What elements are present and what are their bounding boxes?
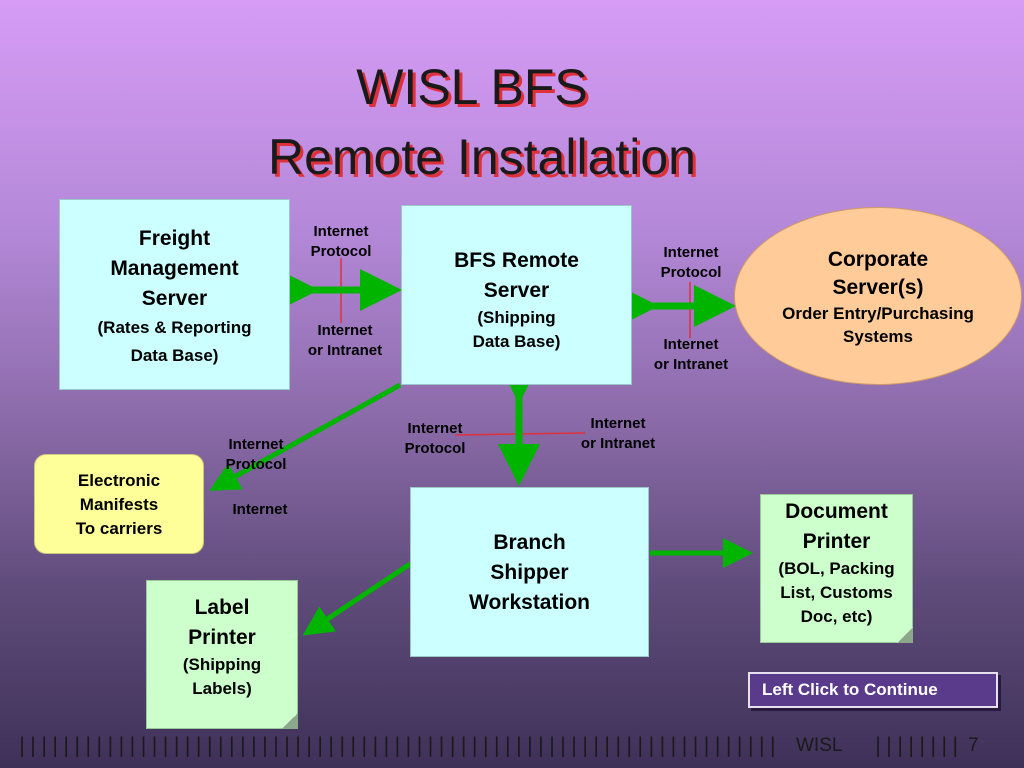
footer-brand: WISL: [796, 735, 843, 756]
corporate-line1: Corporate: [827, 248, 929, 271]
branch-line1: Branch: [493, 531, 566, 554]
ii2-line1: Internet: [663, 336, 719, 353]
ii3-line1: Internet: [590, 415, 646, 432]
label-internet-intranet-2: Internet or Intranet: [636, 335, 746, 375]
docprinter-line2: Printer: [802, 530, 871, 553]
freight-line3: Server: [141, 287, 208, 310]
ii3-line2: or Intranet: [580, 435, 656, 452]
manifests-line2: Manifests: [79, 495, 159, 514]
corporate-sub1: Order Entry/Purchasing: [782, 304, 974, 323]
ip3-line2: Protocol: [404, 440, 466, 457]
label-internet-intranet-1: Internet or Intranet: [290, 321, 400, 361]
corporate-line2: Server(s): [832, 276, 924, 299]
freight-sub1: (Rates & Reporting: [97, 318, 252, 337]
ip2-line1: Internet: [663, 244, 719, 261]
manifests-line1: Electronic: [77, 471, 161, 490]
bfs-sub2: Data Base): [472, 332, 561, 351]
label-internet: Internet: [232, 501, 288, 518]
docprinter-sub1: (BOL, Packing: [778, 559, 895, 578]
bfs-sub1: (Shipping: [477, 308, 556, 327]
branch-line2: Shipper: [490, 561, 569, 584]
ip3-line1: Internet: [407, 420, 463, 437]
manifests-line3: To carriers: [75, 519, 163, 538]
footer-bar-decoration: ||||||||||||||||||||||||||||||||||||||||…: [16, 733, 778, 757]
labelprinter-sub2: Labels): [192, 679, 252, 698]
ip1-line1: Internet: [313, 223, 369, 240]
ii1-line1: Internet: [317, 322, 373, 339]
continue-button[interactable]: Left Click to Continue: [748, 672, 998, 708]
bfs-line2: Server: [483, 279, 550, 302]
label-internet-intranet-3: Internet or Intranet: [563, 414, 673, 454]
label-internet-protocol-4: Internet Protocol: [206, 435, 306, 475]
corporate-servers-oval: Corporate Server(s) Order Entry/Purchasi…: [734, 207, 1022, 385]
slide-title-line1: WISL BFS: [356, 59, 588, 115]
freight-line1: Freight: [138, 227, 211, 250]
labelprinter-sub1: (Shipping: [182, 655, 262, 674]
freight-line2: Management: [110, 257, 239, 280]
ip2-line2: Protocol: [660, 264, 722, 281]
branch-line3: Workstation: [469, 591, 590, 614]
electronic-manifests-box: Electronic Manifests To carriers: [34, 454, 204, 554]
ip4-line1: Internet: [228, 436, 284, 453]
arrow-bfs-manifests: [209, 382, 402, 491]
label-printer-box: Label Printer (Shipping Labels): [146, 580, 298, 729]
branch-shipper-workstation-box: Branch Shipper Workstation: [410, 487, 649, 657]
label-internet-protocol-1: Internet Protocol: [290, 222, 392, 262]
ii1-line2: or Intranet: [307, 342, 383, 359]
ii2-line2: or Intranet: [653, 356, 729, 373]
freight-management-server-box: Freight Management Server (Rates & Repor…: [59, 199, 290, 390]
corporate-sub2: Systems: [843, 327, 913, 346]
document-printer-box: Document Printer (BOL, Packing List, Cus…: [760, 494, 913, 643]
ip1-line2: Protocol: [310, 243, 372, 260]
label-internet-protocol-2: Internet Protocol: [641, 243, 741, 283]
footer-bar-decoration-2: ||||||||||||||: [872, 733, 958, 757]
label-internet-protocol-3: Internet Protocol: [385, 419, 485, 459]
docprinter-sub3: Doc, etc): [800, 607, 873, 626]
slide-title-line2: Remote Installation: [267, 129, 696, 185]
ip4-line2: Protocol: [225, 456, 287, 473]
bfs-line1: BFS Remote: [454, 249, 579, 272]
bfs-remote-server-box: BFS Remote Server (Shipping Data Base): [401, 205, 632, 385]
docprinter-sub2: List, Customs: [780, 583, 893, 602]
arrow-branch-labelprinter: [302, 561, 412, 636]
freight-sub2: Data Base): [130, 346, 219, 365]
docprinter-line1: Document: [785, 500, 888, 523]
labelprinter-line2: Printer: [188, 626, 256, 649]
footer-page-number: 7: [968, 735, 979, 756]
labelprinter-line1: Label: [194, 596, 250, 619]
